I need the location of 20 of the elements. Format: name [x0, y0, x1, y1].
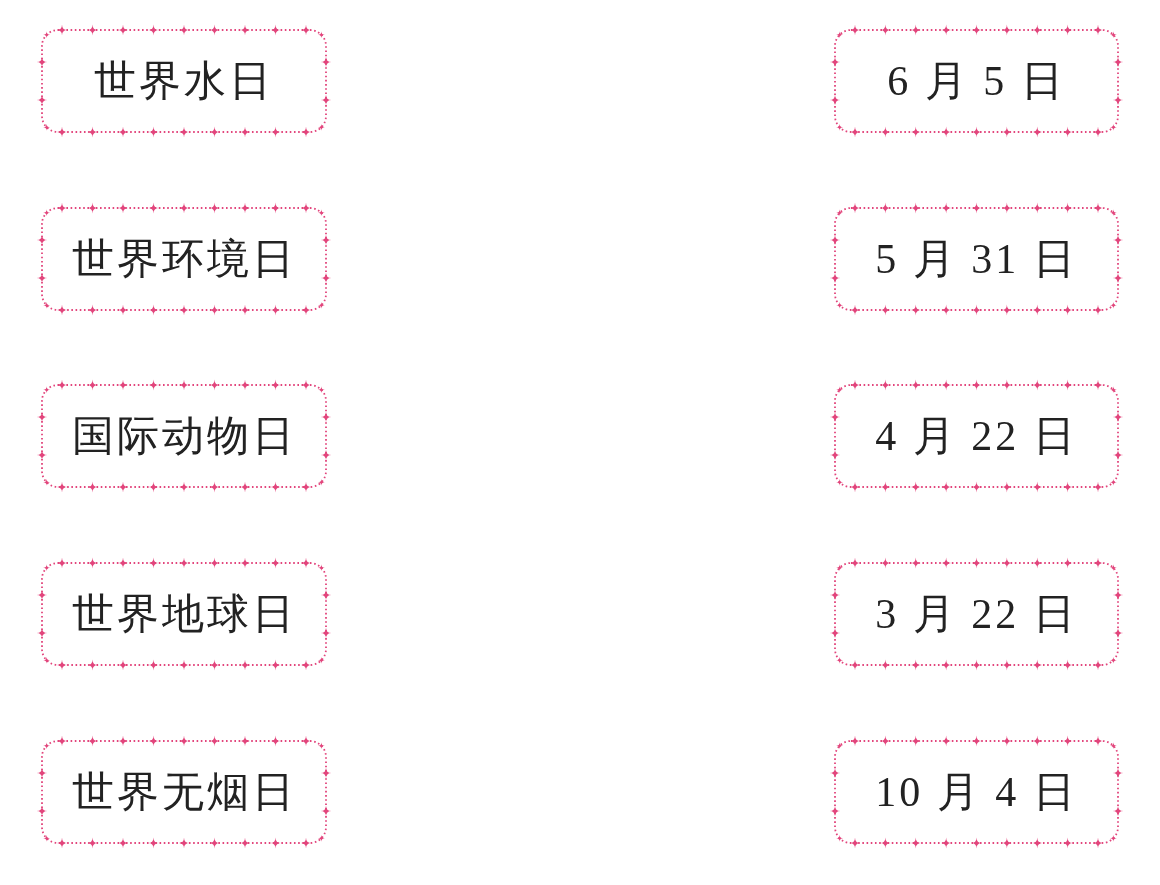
sparkle-frame	[36, 735, 332, 849]
sparkle-frame	[829, 735, 1124, 849]
day-name: 世界无烟日	[71, 768, 297, 816]
date-text: 6 月 5 日	[887, 57, 1066, 105]
sparkle-frame	[36, 24, 332, 138]
sparkle-frame	[829, 24, 1124, 138]
day-name: 国际动物日	[71, 412, 297, 460]
sparkle-frame	[829, 557, 1124, 671]
sparkle-frame	[36, 202, 332, 316]
sparkle-frame	[36, 379, 332, 493]
day-name: 世界地球日	[71, 590, 297, 638]
sparkle-frame	[36, 557, 332, 671]
date-text: 3 月 22 日	[875, 590, 1078, 638]
date-text: 10 月 4 日	[875, 768, 1078, 816]
sparkle-frame	[829, 379, 1124, 493]
date-text: 4 月 22 日	[875, 412, 1078, 460]
day-name: 世界环境日	[71, 235, 297, 283]
sparkle-frame	[829, 202, 1124, 316]
date-text: 5 月 31 日	[875, 235, 1078, 283]
day-name: 世界水日	[94, 57, 274, 105]
